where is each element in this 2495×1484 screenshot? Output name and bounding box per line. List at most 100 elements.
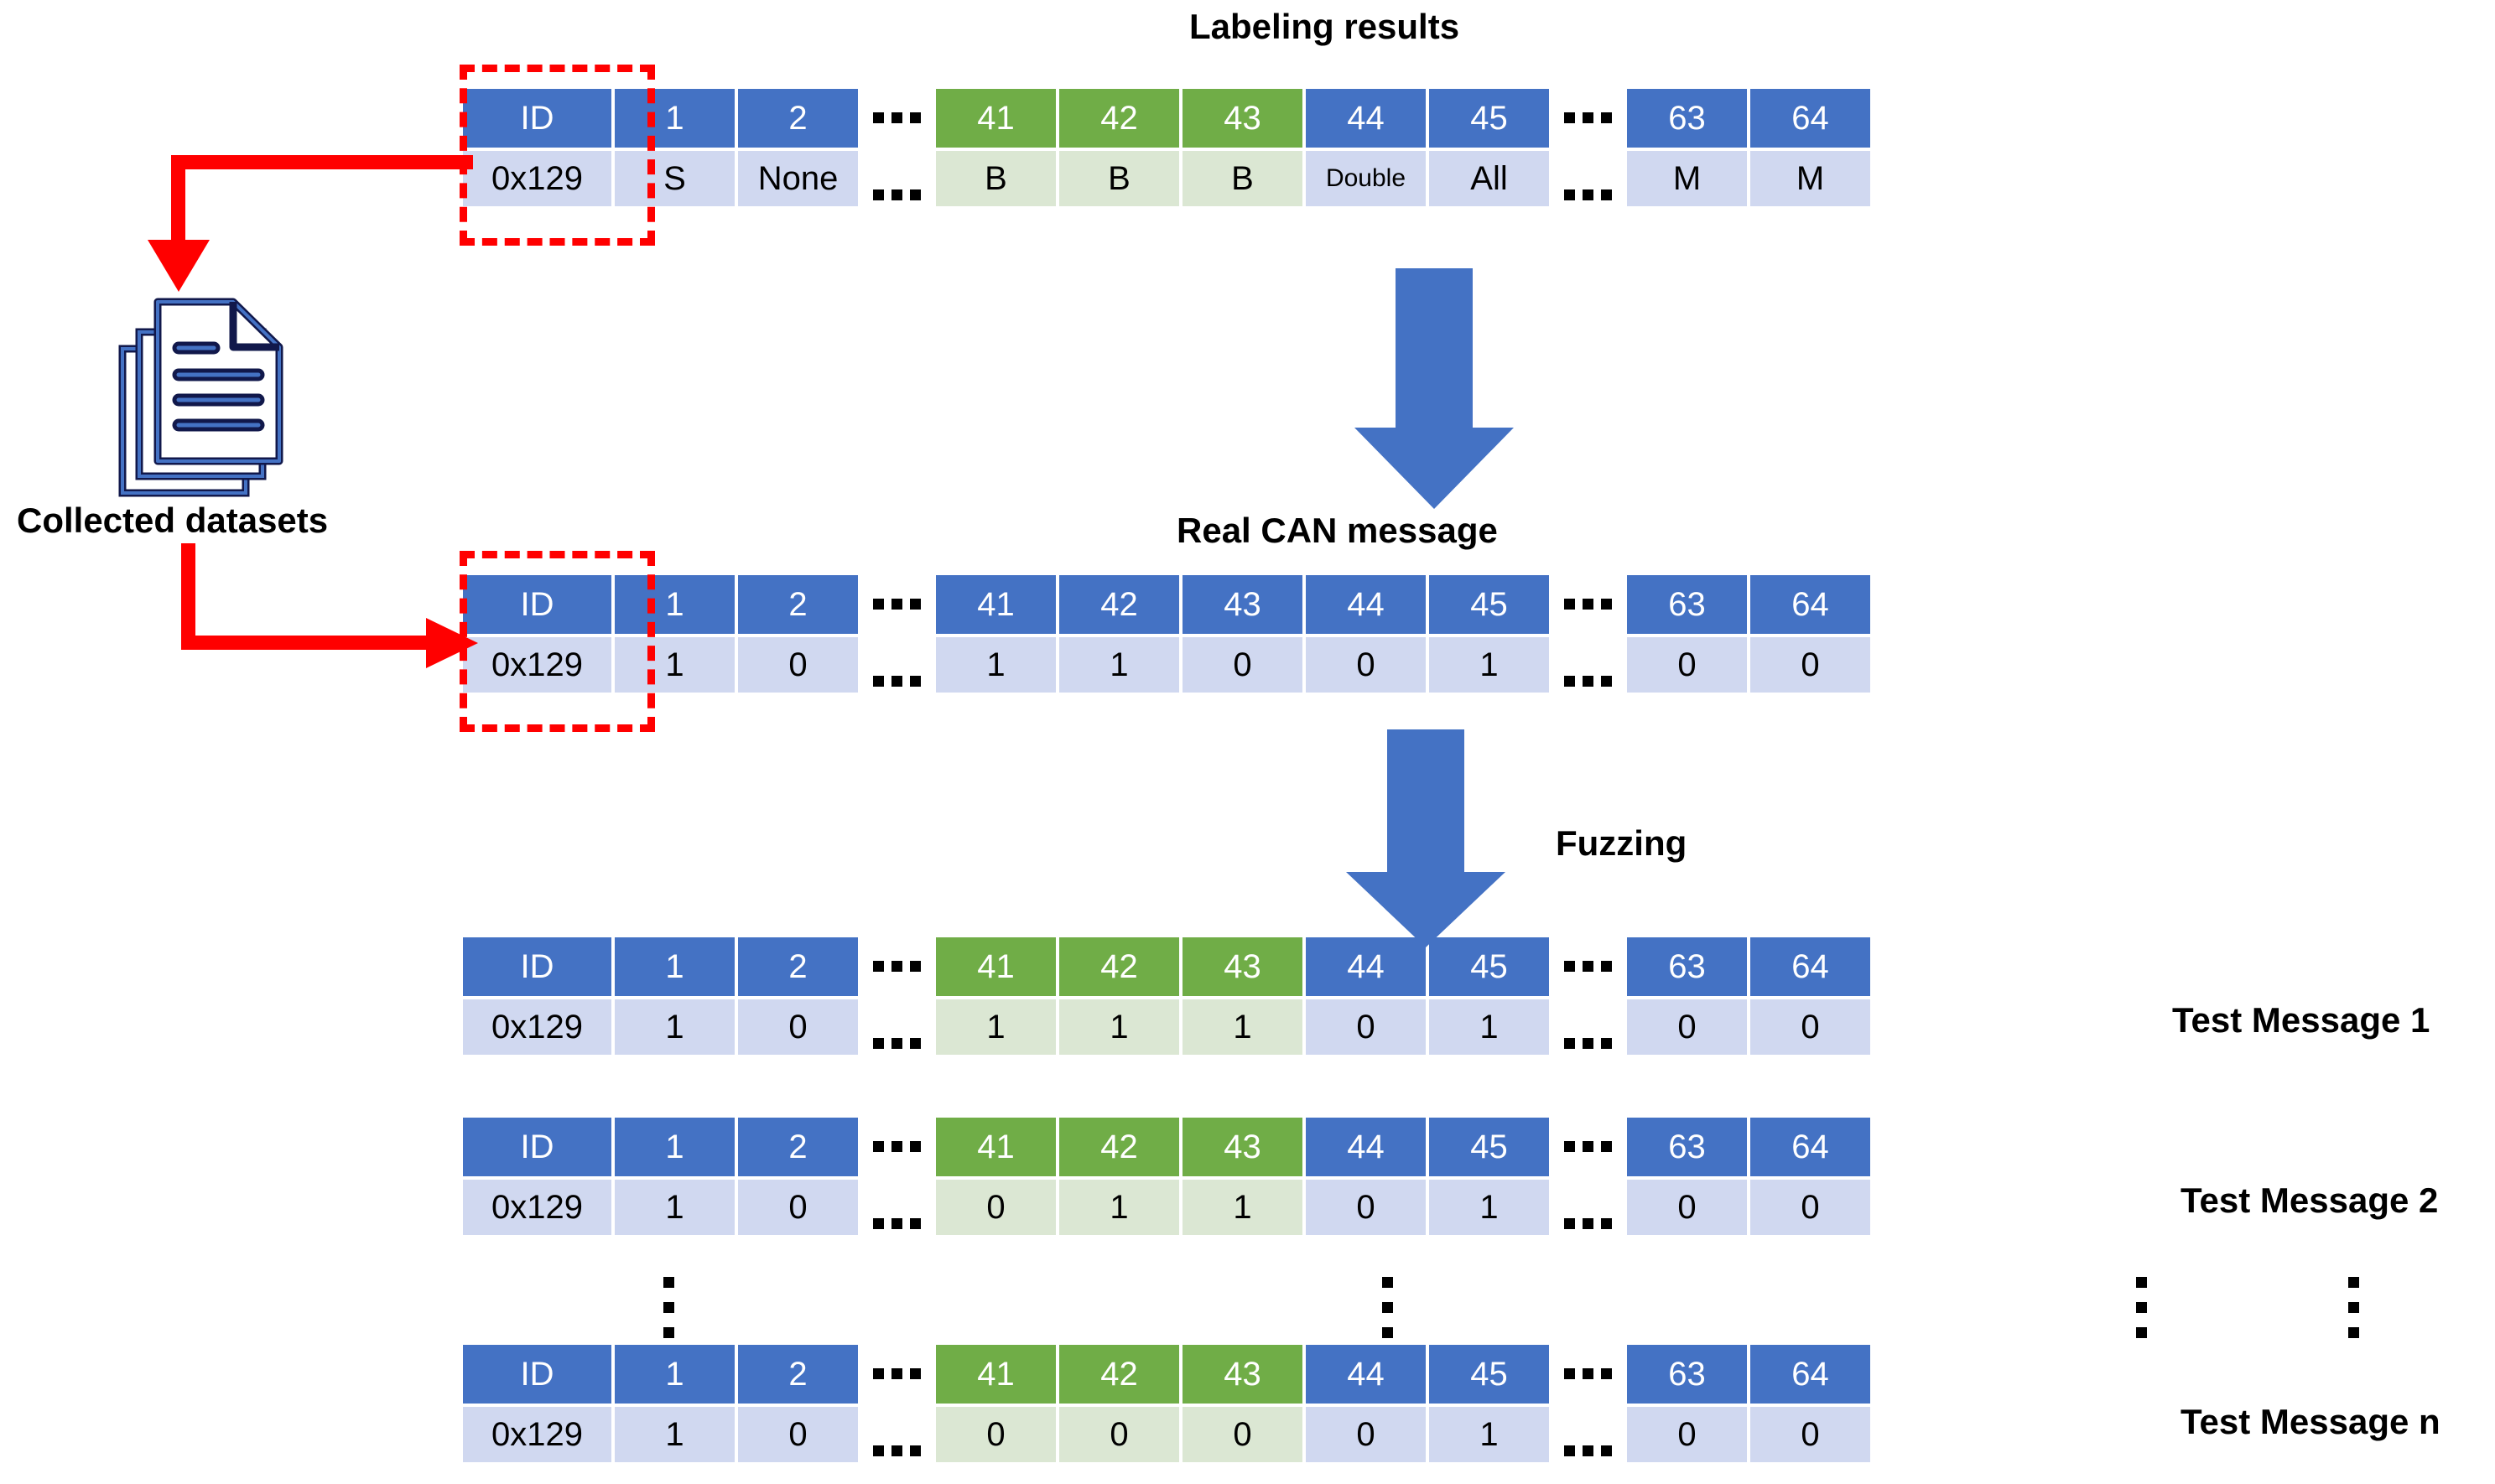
value-cell: 0x129 — [463, 999, 611, 1055]
header-cell: 41 — [936, 937, 1056, 996]
value-cell: 0 — [1306, 1407, 1426, 1462]
header-cell: 45 — [1429, 937, 1549, 996]
vertical-ellipsis-icon — [2348, 1277, 2359, 1338]
caption-collected-datasets: Collected datasets — [17, 501, 329, 540]
horizontal-ellipsis-icon — [1564, 676, 1612, 687]
value-cell: 0 — [1183, 637, 1302, 693]
value-cell: 0 — [1750, 1180, 1870, 1235]
caption-real-can-message: Real CAN message — [1177, 511, 1498, 550]
header-cell: 1 — [615, 937, 735, 996]
value-cell: 0 — [738, 1180, 858, 1235]
red-arrow-horizontal-segment — [181, 636, 433, 650]
vertical-ellipsis-icon — [2136, 1277, 2147, 1338]
table-value-row: 0x129 S None B B B Double All M M — [463, 151, 1874, 206]
value-cell: 0x129 — [463, 1407, 611, 1462]
value-cell: 0 — [1059, 1407, 1179, 1462]
value-cell: Double — [1306, 151, 1426, 206]
blue-down-arrow-icon — [1354, 268, 1514, 509]
header-cell: 45 — [1429, 1118, 1549, 1176]
header-cell: 63 — [1627, 1118, 1747, 1176]
value-cell: 0 — [738, 999, 858, 1055]
value-cell: 1 — [1429, 1407, 1549, 1462]
header-cell: 45 — [1429, 575, 1549, 634]
table-value-row: 0x129 1 0 0 0 0 0 1 0 0 — [463, 1407, 1874, 1462]
value-cell: 1 — [1429, 1180, 1549, 1235]
header-cell: 41 — [936, 1118, 1056, 1176]
red-arrow-head-down-icon — [148, 240, 210, 292]
header-cell: 64 — [1750, 1118, 1870, 1176]
value-cell: 1 — [936, 999, 1056, 1055]
header-cell: 42 — [1059, 937, 1179, 996]
value-cell: 0 — [1306, 1180, 1426, 1235]
value-cell: 1 — [615, 637, 735, 693]
header-cell: 42 — [1059, 1118, 1179, 1176]
header-cell: 64 — [1750, 89, 1870, 148]
header-cell: 2 — [738, 937, 858, 996]
header-cell: 43 — [1183, 575, 1302, 634]
table-value-row: 0x129 1 0 0 1 1 0 1 0 0 — [463, 1180, 1874, 1235]
value-cell: 0 — [1627, 1180, 1747, 1235]
table-header-row: ID 1 2 41 42 43 44 45 63 64 — [463, 937, 1874, 996]
table-value-row: 0x129 1 0 1 1 0 0 1 0 0 — [463, 637, 1874, 693]
value-cell: All — [1429, 151, 1549, 206]
value-cell: 0x129 — [463, 637, 611, 693]
horizontal-ellipsis-icon — [873, 1445, 921, 1456]
value-cell: 0 — [1750, 999, 1870, 1055]
header-cell: 64 — [1750, 1345, 1870, 1404]
row-label-test-message-n: Test Message n — [2181, 1402, 2440, 1441]
header-cell: 42 — [1059, 1345, 1179, 1404]
value-cell: 0 — [1627, 999, 1747, 1055]
value-cell: 1 — [1429, 637, 1549, 693]
horizontal-ellipsis-icon — [1564, 1368, 1612, 1379]
red-arrow-vertical-segment — [171, 155, 185, 247]
header-cell: 42 — [1059, 89, 1179, 148]
header-cell: 44 — [1306, 1345, 1426, 1404]
value-cell: 0 — [738, 637, 858, 693]
caption-fuzzing: Fuzzing — [1556, 823, 1687, 863]
horizontal-ellipsis-icon — [873, 599, 921, 610]
value-cell: 1 — [1183, 999, 1302, 1055]
header-cell: ID — [463, 937, 611, 996]
horizontal-ellipsis-icon — [873, 1218, 921, 1229]
table-header-row: ID 1 2 41 42 43 44 45 63 64 — [463, 575, 1874, 634]
documents-icon — [118, 298, 283, 497]
table-test-message-1: ID 1 2 41 42 43 44 45 63 64 0x129 1 0 1 … — [463, 937, 1874, 1055]
horizontal-ellipsis-icon — [1564, 599, 1612, 610]
value-cell: 0 — [738, 1407, 858, 1462]
header-cell: 2 — [738, 1118, 858, 1176]
value-cell: 1 — [1429, 999, 1549, 1055]
table-value-row: 0x129 1 0 1 1 1 0 1 0 0 — [463, 999, 1874, 1055]
header-cell: 44 — [1306, 575, 1426, 634]
header-cell: 2 — [738, 89, 858, 148]
highlight-box-real-can-id — [460, 551, 655, 732]
value-cell: 0 — [1627, 637, 1747, 693]
horizontal-ellipsis-icon — [1564, 1038, 1612, 1049]
value-cell: 0 — [936, 1407, 1056, 1462]
value-cell: 0 — [1750, 1407, 1870, 1462]
row-label-test-message-1: Test Message 1 — [2172, 1000, 2430, 1040]
header-cell: ID — [463, 89, 611, 148]
header-cell: 41 — [936, 1345, 1056, 1404]
horizontal-ellipsis-icon — [873, 189, 921, 200]
horizontal-ellipsis-icon — [1564, 961, 1612, 972]
value-cell: B — [1183, 151, 1302, 206]
value-cell: 0x129 — [463, 1180, 611, 1235]
header-cell: 44 — [1306, 937, 1426, 996]
header-cell: 1 — [615, 89, 735, 148]
header-cell: 1 — [615, 1345, 735, 1404]
header-cell: 43 — [1183, 937, 1302, 996]
value-cell: 0 — [1750, 637, 1870, 693]
table-labeling-results: ID 1 2 41 42 43 44 45 63 64 0x129 S None… — [463, 89, 1874, 206]
value-cell: 1 — [936, 637, 1056, 693]
vertical-ellipsis-icon — [663, 1277, 674, 1338]
blue-down-arrow-icon — [1346, 729, 1505, 947]
value-cell: B — [936, 151, 1056, 206]
horizontal-ellipsis-icon — [1564, 112, 1612, 123]
header-cell: ID — [463, 1345, 611, 1404]
horizontal-ellipsis-icon — [873, 112, 921, 123]
horizontal-ellipsis-icon — [873, 676, 921, 687]
value-cell: 1 — [1059, 637, 1179, 693]
table-header-row: ID 1 2 41 42 43 44 45 63 64 — [463, 1345, 1874, 1404]
header-cell: 64 — [1750, 575, 1870, 634]
header-cell: 1 — [615, 1118, 735, 1176]
